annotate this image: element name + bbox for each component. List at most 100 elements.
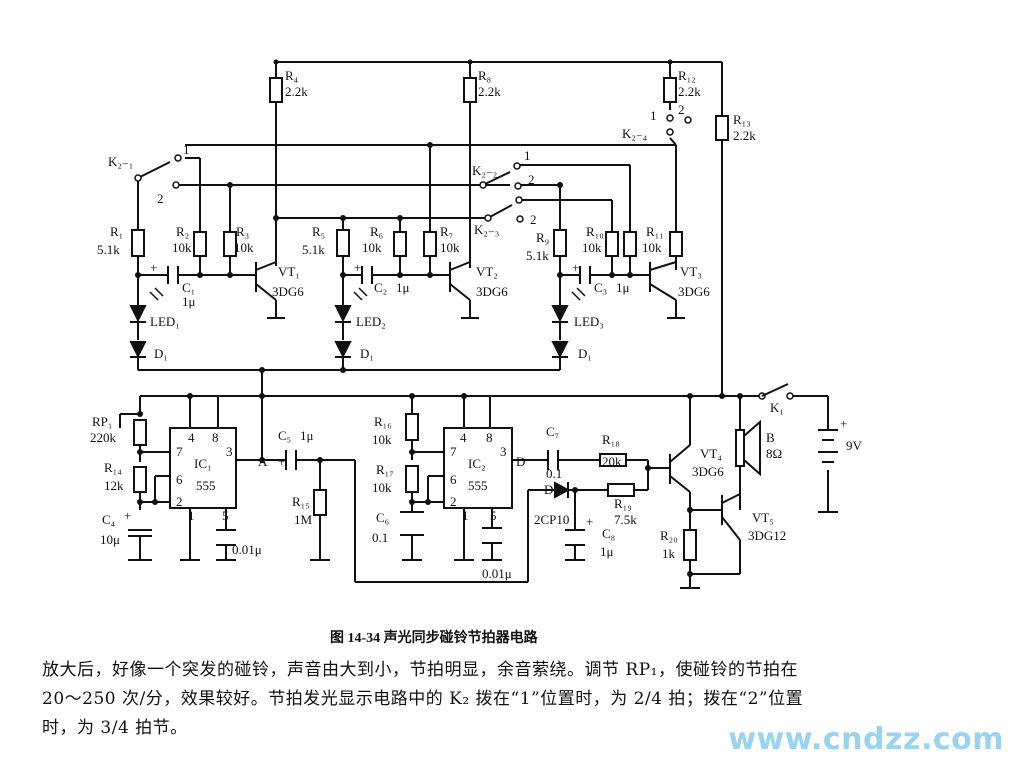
pin8-IC2: 8	[486, 430, 493, 445]
label-K1: K₁	[770, 400, 784, 415]
value-R3: 10k	[234, 240, 254, 255]
resistor-R3	[223, 231, 237, 257]
value-R11: 10k	[642, 240, 662, 255]
plus-C2: +	[354, 260, 361, 275]
value-C4: 10μ	[100, 532, 120, 547]
value-R19: 7.5k	[614, 512, 637, 527]
resistor-R7	[423, 231, 437, 257]
label-R14: R₁₄	[104, 460, 122, 475]
label-VT3: VT₃	[680, 264, 702, 279]
value-C-IC1: 0.01μ	[232, 542, 262, 557]
label-R12: R₁₂	[678, 68, 696, 83]
ic-IC2	[443, 427, 513, 509]
label-K23: K₂₋₃	[474, 222, 499, 237]
component-labels: R₄ 2.2k R₈ 2.2k R₁₂ 2.2k R₁₃ 2.2k 1 2 K₂…	[90, 68, 863, 581]
value-C5: 1μ	[300, 428, 314, 443]
value-R8: 2.2k	[478, 84, 501, 99]
K24-pos2: 2	[678, 102, 685, 117]
transistors	[255, 261, 741, 541]
label-R2: R₂	[176, 224, 189, 239]
body-text-line-2: 20～250 次/分，效果较好。节拍发光显示电路中的 K₂ 拨在“1”位置时，为…	[42, 689, 804, 709]
pin6-IC2: 6	[450, 472, 457, 487]
circuit-schematic: R₄ 2.2k R₈ 2.2k R₁₂ 2.2k R₁₃ 2.2k 1 2 K₂…	[90, 59, 863, 646]
label-R1: R₁	[110, 224, 123, 239]
label-B: B	[766, 430, 775, 445]
watermark-logo: www.cndzz.com	[728, 722, 1004, 757]
value-R4: 2.2k	[285, 84, 308, 99]
label-K21: K₂₋₁	[108, 154, 133, 169]
pin7-IC2: 7	[450, 444, 457, 459]
junctions	[135, 59, 743, 577]
label-R8: R₈	[478, 68, 491, 83]
resistor-R10b	[623, 231, 637, 257]
value-C2: 1μ	[396, 280, 410, 295]
plus-C3: +	[572, 260, 579, 275]
pin5-IC1: 5	[222, 508, 229, 523]
label-R15: R₁₅	[292, 494, 310, 509]
resistor-R17	[405, 465, 419, 493]
node-A: A	[258, 454, 268, 469]
value-R16: 10k	[372, 432, 392, 447]
pin3-IC1: 3	[226, 444, 233, 459]
label-R6: R₆	[370, 224, 383, 239]
value-R9: 5.1k	[526, 248, 549, 263]
part-IC1: 555	[196, 478, 216, 493]
label-C7: C₇	[546, 424, 559, 439]
value-R5: 5.1k	[302, 242, 325, 257]
pin1-IC2: 1	[462, 508, 469, 523]
label-R17: R₁₇	[376, 462, 394, 477]
value-B: 8Ω	[766, 446, 782, 461]
plus-C5: +	[278, 454, 285, 469]
label-R20: R₂₀	[660, 528, 678, 543]
type-VT4: 3DG6	[692, 464, 724, 479]
label-R7: R₇	[440, 224, 453, 239]
type-VT5: 3DG12	[748, 528, 786, 543]
resistor-R11	[669, 231, 683, 257]
resistor-R9	[553, 229, 567, 257]
label-R13: R₁₃	[733, 112, 751, 127]
label-VT5: VT₅	[752, 510, 774, 525]
node-D: D	[516, 454, 525, 469]
label-C2: C₂	[374, 280, 387, 295]
label-R9: R₉	[536, 230, 549, 245]
K22-pos1: 1	[524, 148, 531, 163]
value-C8: 1μ	[600, 544, 614, 559]
K22-pos2: 2	[528, 172, 535, 187]
body-text-line-3: 时，为 3/4 拍节。	[42, 718, 188, 738]
label-D1b: D₁	[360, 346, 374, 361]
label-R19: R₁₉	[614, 496, 632, 511]
label-LED1: LED₁	[150, 314, 180, 329]
resistor-RP1	[133, 419, 147, 446]
label-R4: R₄	[285, 68, 299, 83]
plus-battery: +	[840, 416, 847, 431]
label-K24: K₂₋₄	[622, 126, 648, 141]
label-D4: D₄	[544, 482, 558, 497]
ic-IC1	[169, 427, 237, 509]
K23-pos2: 2	[530, 212, 537, 227]
resistor-R15	[313, 489, 327, 516]
value-R1: 5.1k	[97, 242, 120, 257]
pin8-IC1: 8	[212, 430, 219, 445]
resistor-R12	[663, 77, 677, 103]
label-C5: C₅	[278, 428, 291, 443]
pin6-IC1: 6	[176, 472, 183, 487]
diodes	[129, 305, 571, 499]
K21-pos1: 1	[183, 142, 190, 157]
resistor-R1	[131, 229, 145, 257]
label-R5: R₅	[312, 224, 325, 239]
label-R3: R₃	[236, 224, 249, 239]
label-LED3: LED₃	[574, 314, 604, 329]
switch-K1	[761, 383, 789, 397]
value-R14: 12k	[104, 478, 124, 493]
value-R18: 20k	[602, 454, 622, 469]
value-R13: 2.2k	[733, 128, 756, 143]
label-LED2: LED₂	[356, 314, 386, 329]
value-C6: 0.1	[372, 530, 388, 545]
pin2-IC2: 2	[450, 494, 457, 509]
led-arrows	[149, 287, 586, 301]
plus-C4: +	[124, 508, 131, 523]
resistor-R5	[336, 229, 350, 257]
label-R10: R₁₀	[586, 224, 604, 239]
K21-pos2: 2	[157, 191, 164, 206]
type-VT2: 3DG6	[476, 284, 508, 299]
